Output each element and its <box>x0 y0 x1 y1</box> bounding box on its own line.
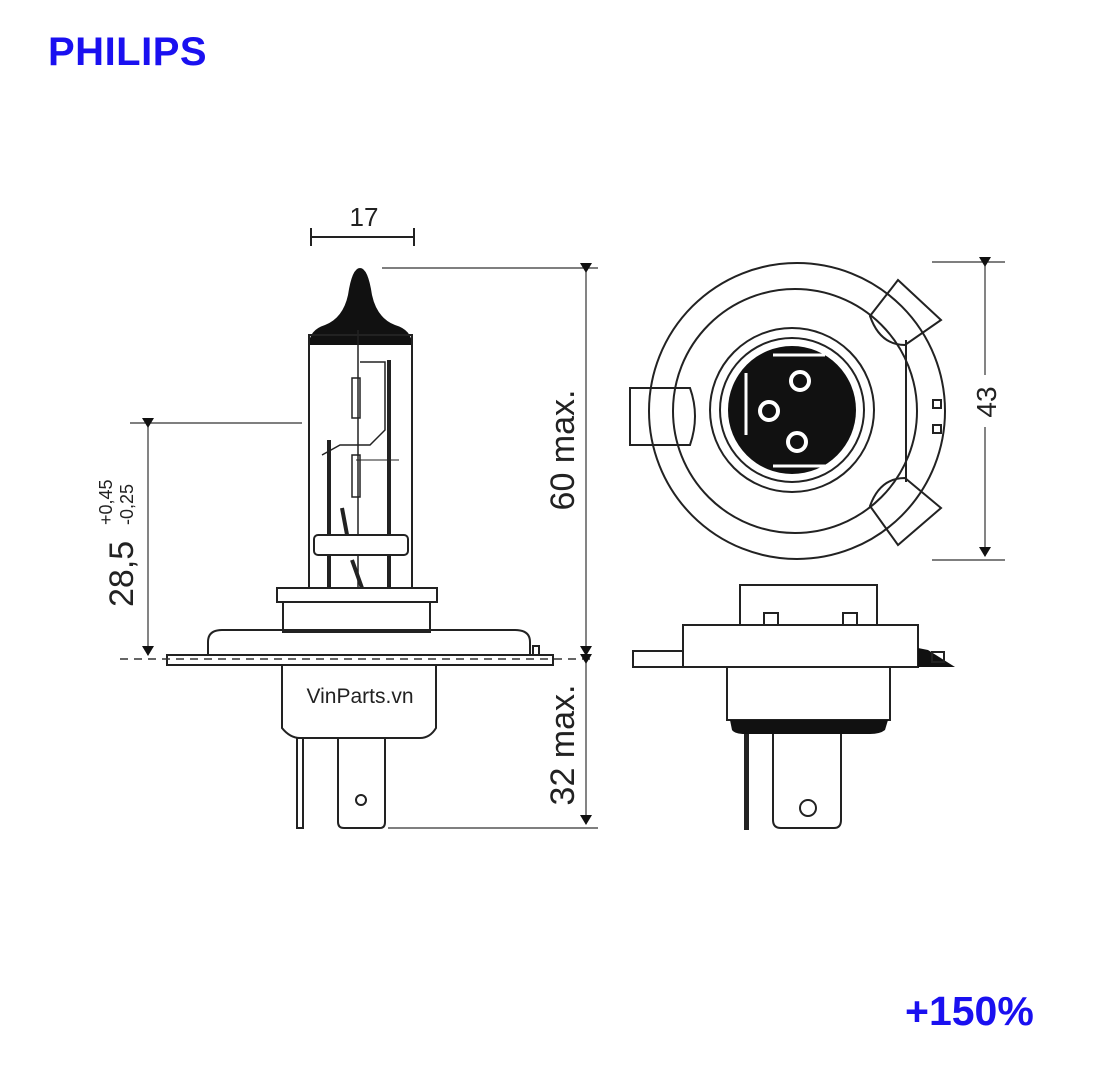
watermark-text: VinParts.vn <box>307 685 414 708</box>
focal-distance-label: 28,5 <box>103 541 141 607</box>
tab-bottom-right <box>868 476 943 547</box>
filament-assembly <box>313 330 409 589</box>
focal-tolerance-plus: +0,45 <box>96 479 116 525</box>
contact-2 <box>758 400 780 422</box>
total-height-label: 60 max. <box>544 390 582 511</box>
brightness-boost-label: +150% <box>905 988 1034 1034</box>
flange-plate <box>166 654 554 666</box>
diameter-label: 43 <box>971 386 1002 417</box>
contact-1 <box>789 370 811 392</box>
pin-hole <box>355 794 367 806</box>
connector-face <box>728 346 856 474</box>
pin-thin <box>296 737 304 829</box>
tab-top-right <box>868 278 943 347</box>
rotated-side-view <box>632 584 955 830</box>
width-label: 17 <box>350 202 379 232</box>
side-view: 17 VinParts.vn 60 <box>96 202 598 829</box>
base-height-label: 32 max. <box>544 685 582 806</box>
focal-tolerance-minus: -0,25 <box>117 484 137 525</box>
tab-left <box>629 387 696 446</box>
width-dimension: 17 <box>310 202 415 246</box>
pin-tab <box>337 738 386 829</box>
flange-dome <box>207 629 531 656</box>
contact-3 <box>786 431 808 453</box>
base-body <box>281 665 437 739</box>
bulb-cap <box>309 268 412 345</box>
brand-logo-text: PHILIPS <box>48 30 208 74</box>
end-view: 43 <box>629 257 1005 561</box>
